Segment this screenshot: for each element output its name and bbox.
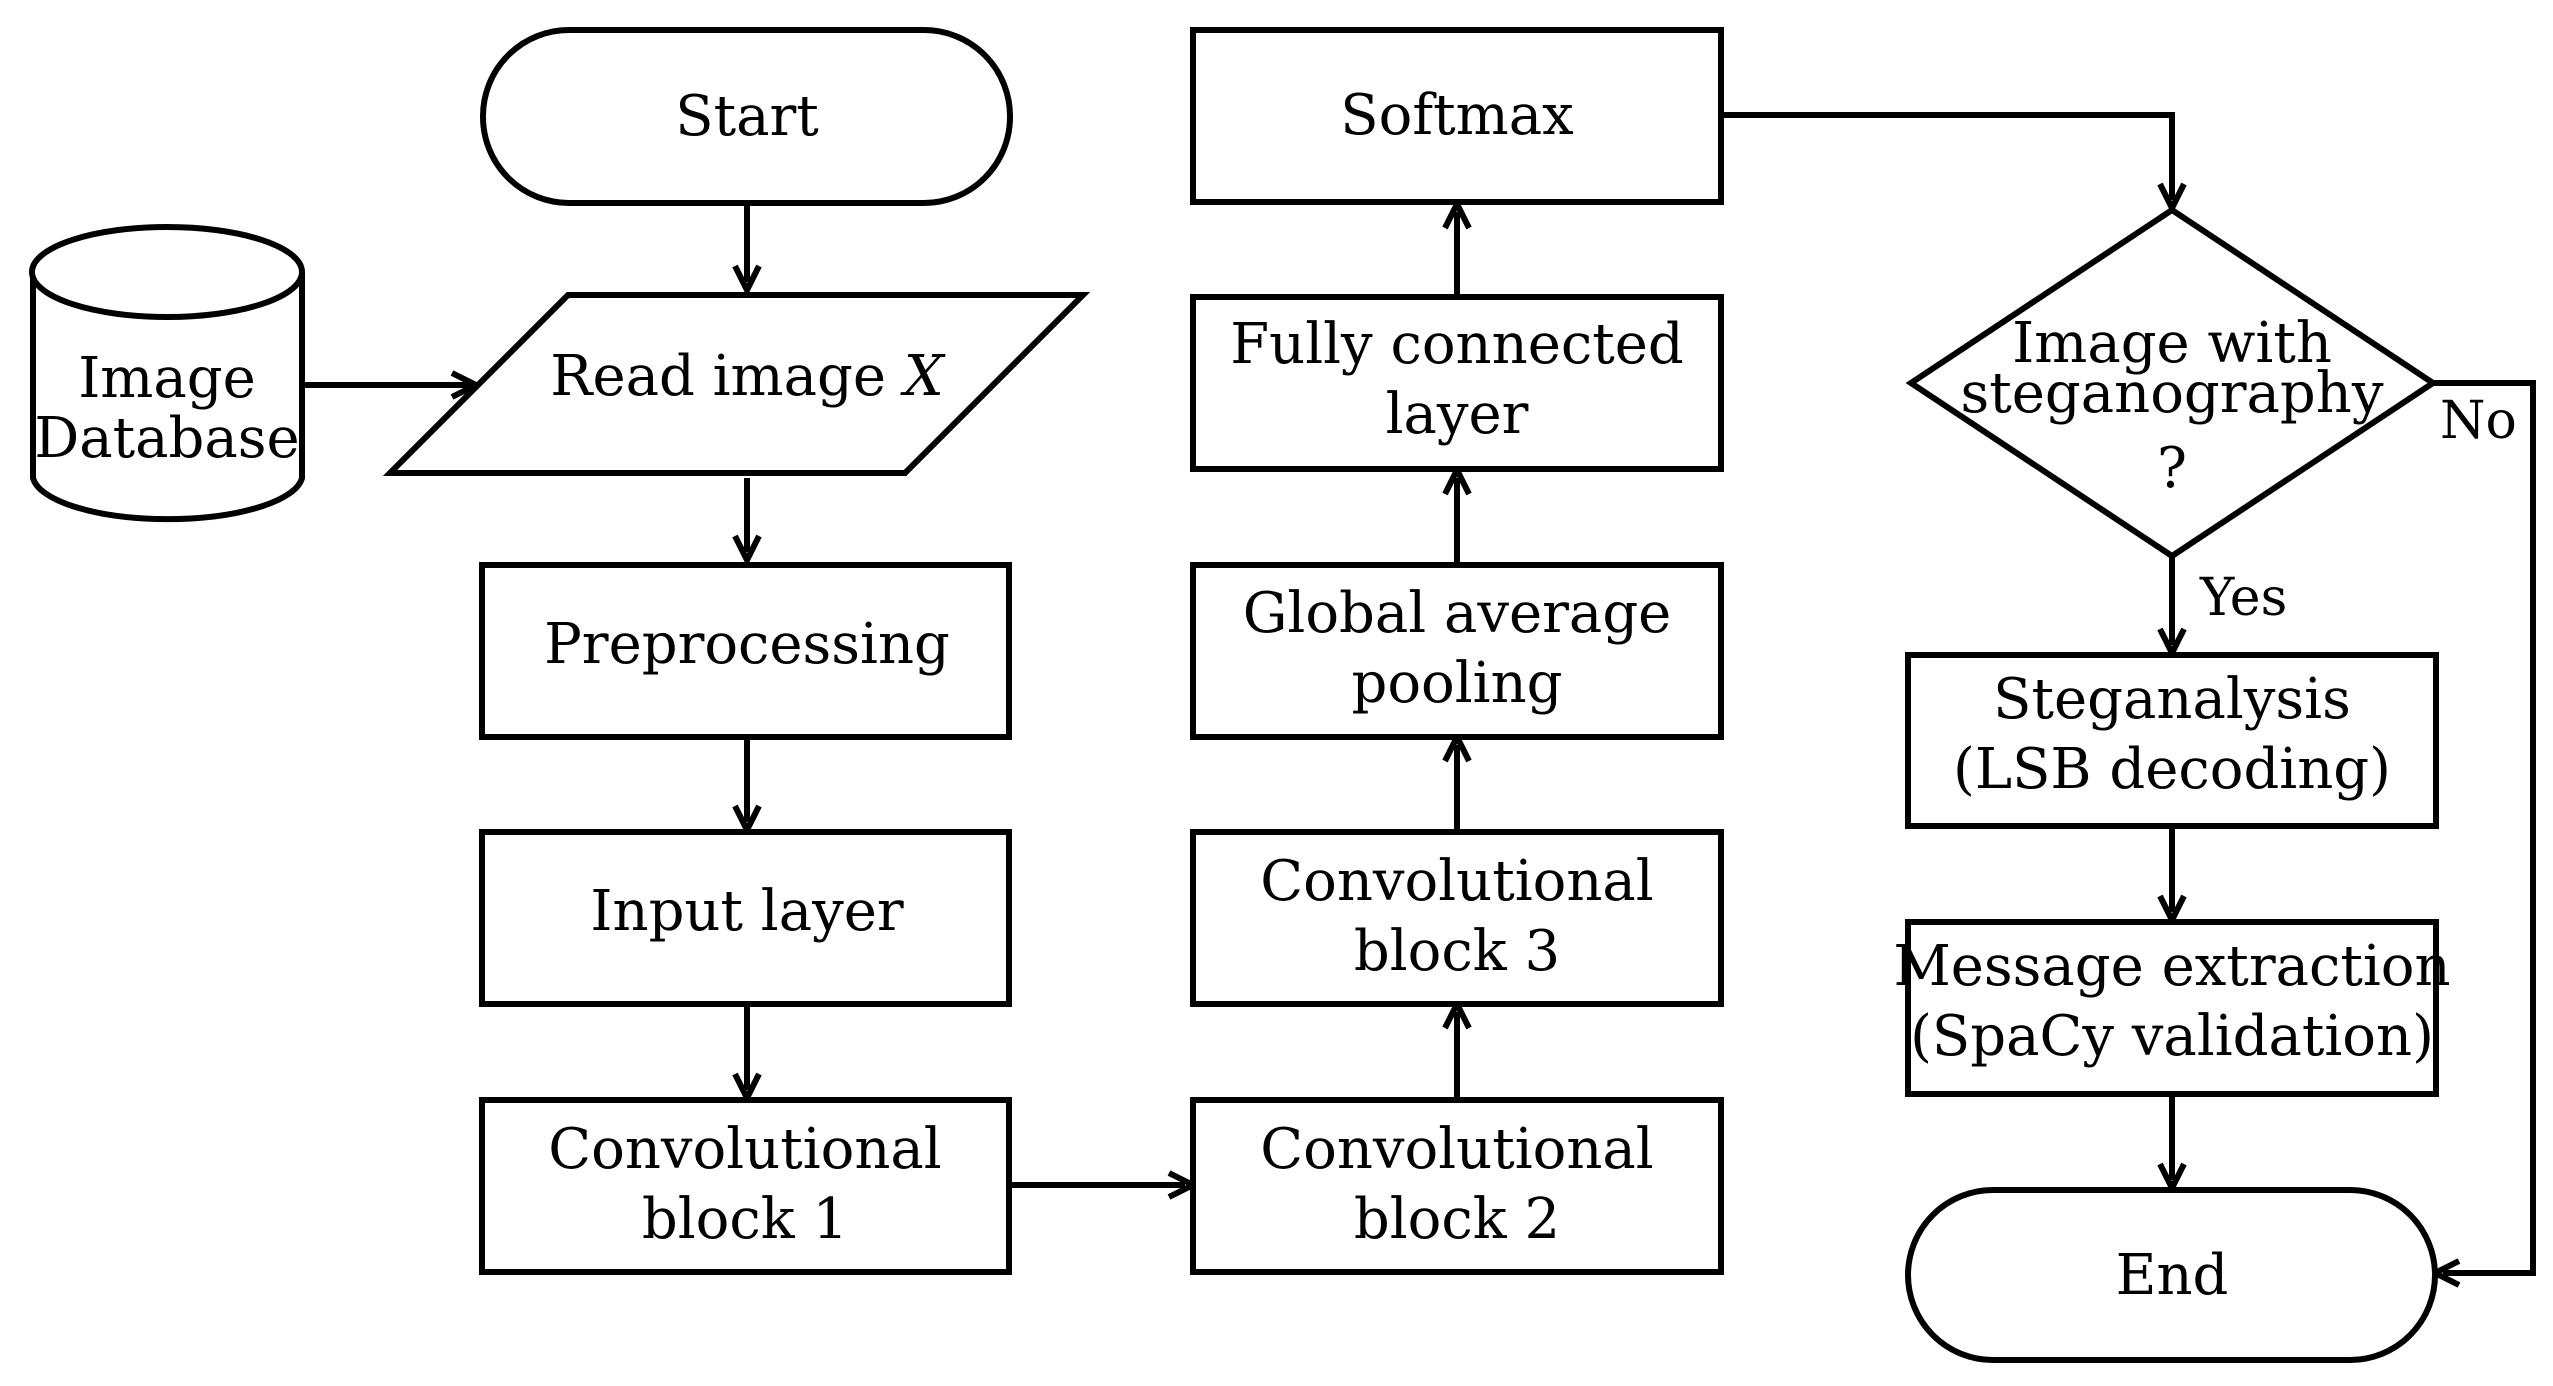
- node-steganalysis: Steganalysis (LSB decoding): [1905, 652, 2439, 829]
- edge-label-yes: Yes: [2199, 568, 2287, 628]
- node-input-layer: Input layer: [479, 829, 1012, 1007]
- fully-connected-label-line-2: layer: [1386, 382, 1529, 447]
- message-extraction-box: [1905, 919, 2439, 1097]
- global-pooling-label-line-1: Global average: [1243, 581, 1672, 646]
- message-extraction-label-line-1: Message extraction: [1893, 934, 2450, 999]
- conv-block-1-label-line-2: block 1: [642, 1187, 848, 1252]
- fully-connected-box: [1190, 294, 1724, 472]
- decision-label-line-3: ?: [2157, 436, 2187, 501]
- database-cylinder-top: [29, 224, 305, 320]
- node-read-image: Read image X: [382, 292, 1091, 476]
- conv-block-3-box: [1190, 829, 1724, 1007]
- input-layer-box: [479, 829, 1012, 1007]
- arrowhead-read-image-to-preprocessing: [732, 534, 762, 567]
- node-end: End: [1905, 1187, 2438, 1363]
- node-conv-block-3: Convolutional block 3: [1190, 829, 1724, 1007]
- node-softmax: Softmax: [1190, 27, 1724, 205]
- global-pooling-box: [1190, 562, 1724, 740]
- softmax-label: Softmax: [1340, 83, 1573, 148]
- node-start: Start: [480, 27, 1013, 206]
- database-label-line-2: Database: [34, 406, 299, 471]
- global-pooling-label-line-2: pooling: [1351, 651, 1562, 716]
- read-image-label-text: Read image: [550, 344, 904, 409]
- conv-block-1-label-line-1: Convolutional: [548, 1117, 941, 1182]
- node-conv-block-1: Convolutional block 1: [479, 1097, 1012, 1275]
- message-extraction-label-line-2: (SpaCy validation): [1910, 1004, 2434, 1069]
- decision-label-line-2: steganography: [1961, 361, 2384, 426]
- node-message-extraction: Message extraction (SpaCy validation): [1893, 919, 2451, 1097]
- conv-block-1-box: [479, 1097, 1012, 1275]
- conv-block-2-box: [1190, 1097, 1724, 1275]
- steganalysis-label-line-1: Steganalysis: [1993, 667, 2351, 732]
- start-label: Start: [675, 84, 819, 149]
- node-image-database: Image Database: [29, 224, 305, 523]
- node-preprocessing: Preprocessing: [479, 562, 1012, 740]
- read-image-parallelogram: [382, 292, 1091, 476]
- database-label-line-1: Image: [78, 346, 256, 411]
- fully-connected-label-line-1: Fully connected: [1230, 312, 1683, 377]
- steganalysis-box: [1905, 652, 2439, 829]
- end-label: End: [2116, 1243, 2229, 1308]
- softmax-box: [1190, 27, 1724, 205]
- input-layer-label: Input layer: [590, 879, 903, 944]
- conv-block-3-label-line-1: Convolutional: [1260, 849, 1653, 914]
- arrowhead-start-to-read-image: [732, 264, 762, 297]
- end-terminal-shape: [1905, 1187, 2438, 1363]
- edge-softmax-to-decision: [1722, 112, 2175, 200]
- preprocessing-label: Preprocessing: [544, 612, 950, 677]
- node-decision: Image with steganography ?: [1905, 206, 2439, 560]
- conv-block-3-label-line-2: block 3: [1354, 919, 1560, 984]
- preprocessing-box: [479, 562, 1012, 740]
- read-image-variable: X: [900, 344, 946, 409]
- database-cylinder-body: [30, 272, 305, 523]
- edge-decision-no-to-end: [2433, 380, 2536, 1276]
- decision-diamond: [1905, 206, 2439, 560]
- steganalysis-label-line-2: (LSB decoding): [1953, 737, 2391, 802]
- edge-label-no: No: [2440, 391, 2517, 451]
- conv-block-2-label-line-1: Convolutional: [1260, 1117, 1653, 1182]
- decision-label-line-1: Image with: [2012, 311, 2332, 376]
- node-fully-connected: Fully connected layer: [1190, 294, 1724, 472]
- node-conv-block-2: Convolutional block 2: [1190, 1097, 1724, 1275]
- conv-block-2-label-line-2: block 2: [1354, 1187, 1560, 1252]
- start-terminal-shape: [480, 27, 1013, 206]
- read-image-label: Read image X: [550, 344, 946, 409]
- node-global-average-pooling: Global average pooling: [1190, 562, 1724, 740]
